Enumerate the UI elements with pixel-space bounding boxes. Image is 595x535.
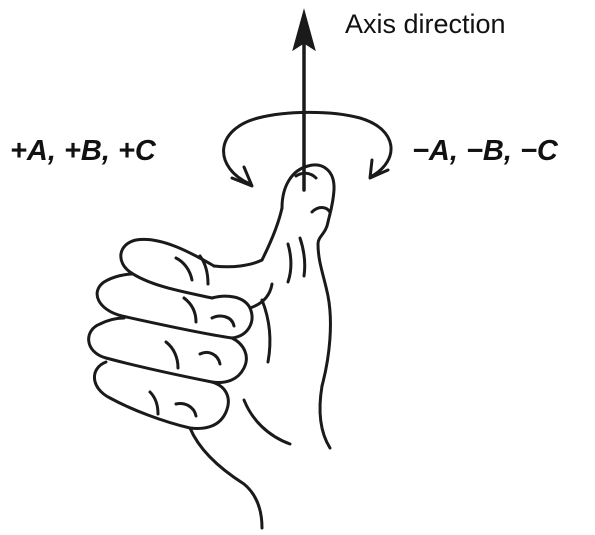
axis-arrow [292,8,316,192]
axis-arrowhead [292,8,316,52]
rotation-arrow [222,110,393,188]
axis-direction-label: Axis direction [345,9,506,39]
positive-rotation-label: +A, +B, +C [10,135,157,167]
rotation-arrowhead-left [230,165,254,188]
right-hand-icon [87,163,336,530]
rotation-arrowhead-right [368,158,390,180]
negative-rotation-label: −A, −B, −C [412,135,559,167]
